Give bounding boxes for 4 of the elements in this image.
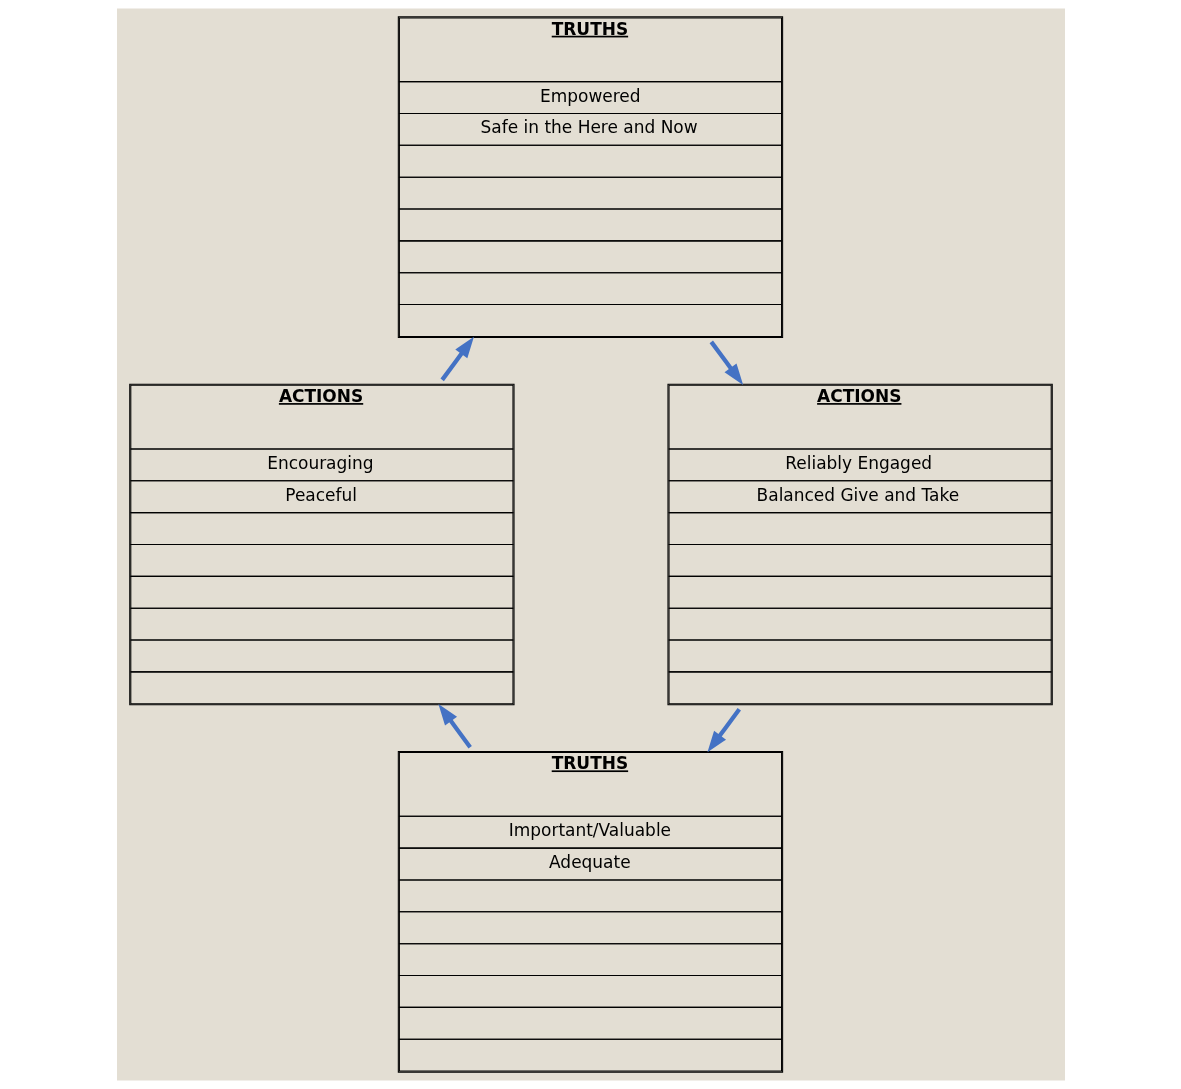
arrow: [709, 340, 743, 386]
arrow: [437, 704, 472, 749]
arrow: [706, 707, 741, 753]
arrow: [439, 336, 474, 382]
